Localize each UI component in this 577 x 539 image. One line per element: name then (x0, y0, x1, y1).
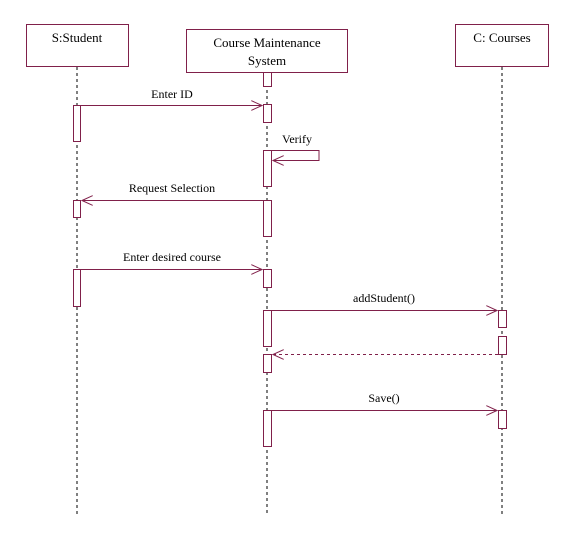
activation-courses-3 (498, 410, 507, 429)
activation-student-3 (73, 269, 81, 307)
participant-student-label: S:Student (52, 30, 103, 45)
message-enter-desired-course-label: Enter desired course (123, 250, 221, 264)
activation-system-2 (263, 104, 272, 123)
message-add-student-label: addStudent() (353, 291, 415, 305)
activation-student-2 (73, 200, 81, 218)
activation-system-3 (263, 150, 272, 187)
participant-courses-label: C: Courses (473, 30, 530, 45)
activation-system-5 (263, 269, 272, 288)
activation-system-8 (263, 410, 272, 447)
activation-system-6 (263, 310, 272, 347)
participant-system-label-line2: System (248, 53, 286, 68)
message-enter-id-label: Enter ID (151, 87, 193, 101)
participant-student (26, 24, 129, 67)
activation-courses-2 (498, 336, 507, 355)
participant-system (186, 29, 348, 73)
participant-system-label-line1: Course Maintenance (213, 35, 320, 50)
activation-system-7 (263, 354, 272, 373)
activation-system-4 (263, 200, 272, 237)
message-save-label: Save() (368, 391, 399, 405)
message-verify-label: Verify (282, 132, 312, 146)
participant-courses (455, 24, 549, 67)
activation-system-1 (263, 72, 272, 87)
activation-student-1 (73, 105, 81, 142)
message-verify-arrow (272, 150, 320, 161)
activation-courses-1 (498, 310, 507, 328)
message-request-selection-label: Request Selection (129, 181, 215, 195)
